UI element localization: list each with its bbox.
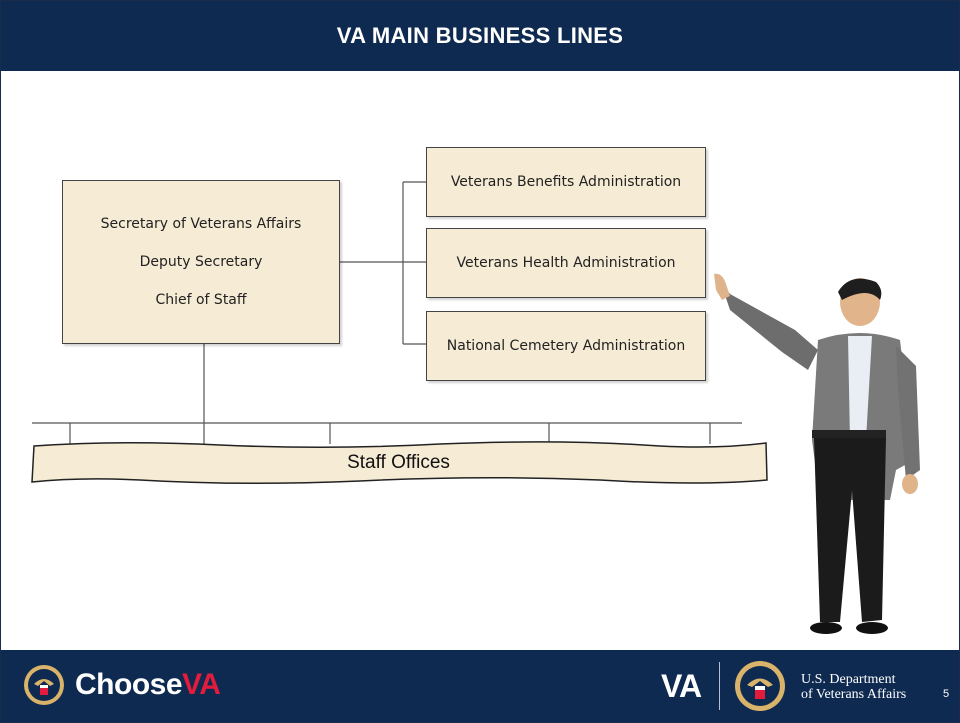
choose-va-logo: ChooseVA [23, 664, 221, 706]
department-line-2: of Veterans Affairs [801, 687, 907, 702]
staff-offices-label: Staff Offices [347, 452, 450, 473]
admin-label-cemetery: National Cemetery Administration [446, 338, 686, 354]
page-number: 5 [943, 688, 950, 700]
admin-box-health: Veterans Health Administration [426, 228, 706, 298]
admin-label-health: Veterans Health Administration [456, 255, 676, 271]
slide-header: VA MAIN BUSINESS LINES [1, 1, 959, 71]
slide-footer: ChooseVA VA U.S. Department of Veterans … [1, 650, 959, 722]
choose-prefix: Choose [75, 668, 183, 701]
admin-box-cemetery: National Cemetery Administration [426, 311, 706, 381]
department-line-1: U.S. Department [801, 672, 896, 687]
department-seal-icon [735, 661, 785, 711]
presenter-figure [714, 273, 920, 634]
executive-office-box: Secretary of Veterans Affairs Deputy Sec… [62, 180, 340, 344]
staff-offices-banner [31, 441, 768, 485]
va-logo-mark: VA [661, 668, 702, 704]
department-name: U.S. Department of Veterans Affairs [801, 672, 906, 702]
admin-box-benefits: Veterans Benefits Administration [426, 147, 706, 217]
footer-divider [719, 662, 720, 710]
exec-line-deputy: Deputy Secretary [139, 254, 263, 270]
admin-label-benefits: Veterans Benefits Administration [450, 174, 682, 190]
exec-line-secretary: Secretary of Veterans Affairs [100, 216, 302, 232]
slide-title: VA MAIN BUSINESS LINES [336, 23, 624, 48]
va-seal-icon [24, 665, 64, 705]
choose-check-mark: VA [182, 668, 221, 701]
exec-line-chief: Chief of Staff [155, 292, 247, 308]
choose-va-wordmark: ChooseVA [75, 668, 221, 702]
